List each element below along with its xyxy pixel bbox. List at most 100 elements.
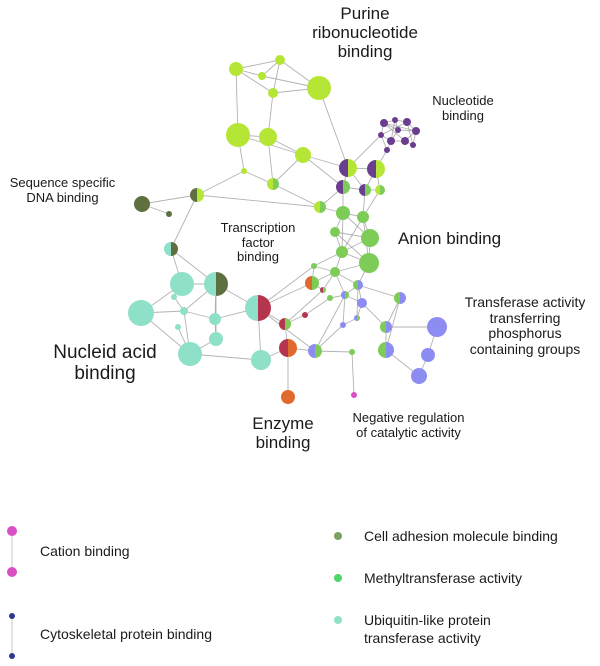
node-circle	[275, 55, 285, 65]
network-node	[178, 342, 202, 366]
node-half	[357, 315, 360, 321]
network-edge	[302, 154, 344, 188]
label-negative-regulation: Negative regulation of catalytic activit…	[352, 410, 465, 440]
network-node	[295, 147, 311, 163]
network-node	[410, 142, 416, 148]
network-edge	[272, 183, 321, 208]
node-half	[367, 160, 376, 178]
network-node	[395, 127, 401, 133]
network-node	[164, 242, 178, 256]
node-circle	[411, 368, 427, 384]
network-node	[384, 147, 390, 153]
node-circle	[307, 76, 331, 100]
label-nucleotide-binding: Nucleotide binding	[432, 93, 494, 123]
network-node	[251, 350, 271, 370]
network-node	[209, 313, 221, 325]
network-node	[359, 184, 371, 196]
label-anion-binding: Anion binding	[398, 229, 502, 248]
node-circle	[209, 313, 221, 325]
network-node	[204, 272, 228, 296]
legend-ubiquitin-dot	[334, 616, 342, 624]
network-node	[245, 295, 271, 321]
node-circle	[330, 267, 340, 277]
node-circle	[340, 322, 346, 328]
node-circle	[357, 298, 367, 308]
network-edge	[141, 194, 198, 205]
network-node	[421, 348, 435, 362]
legend-methyltransferase-dot	[334, 574, 342, 582]
network-node	[241, 168, 247, 174]
network-node	[314, 201, 326, 213]
network-edge	[341, 216, 364, 253]
node-half	[204, 272, 216, 296]
network-edge	[196, 194, 321, 208]
node-circle	[241, 168, 247, 174]
network-node	[349, 349, 355, 355]
node-half	[171, 242, 178, 256]
legend-cytoskeletal-dot-bottom	[9, 653, 15, 659]
node-circle	[359, 253, 379, 273]
network-node	[320, 287, 326, 293]
network-edge	[314, 294, 346, 352]
network-nodes	[128, 55, 447, 404]
node-circle	[258, 72, 266, 80]
node-circle	[403, 118, 411, 126]
legend-cation-binding-label: Cation binding	[40, 543, 130, 559]
node-half	[323, 287, 326, 293]
network-node	[166, 211, 172, 217]
network-node	[401, 137, 409, 145]
network-node	[330, 227, 340, 237]
node-half	[394, 292, 400, 304]
node-circle	[336, 246, 348, 258]
node-circle	[281, 390, 295, 404]
node-circle	[395, 127, 401, 133]
network-edge	[383, 122, 406, 142]
network-node	[308, 344, 322, 358]
network-node	[336, 180, 350, 194]
network-node	[281, 390, 295, 404]
legend-cation-dot-bottom	[7, 567, 17, 577]
network-node	[258, 72, 266, 80]
network-edge	[304, 297, 331, 316]
label-purine-ribonucleotide-binding: Purine ribonucleotide binding	[312, 4, 418, 62]
network-node	[375, 185, 385, 195]
node-circle	[421, 348, 435, 362]
node-circle	[401, 137, 409, 145]
network-edge	[318, 87, 349, 169]
node-circle	[351, 392, 357, 398]
node-half	[400, 292, 406, 304]
node-half	[314, 201, 320, 213]
node-half	[164, 242, 171, 256]
legend-markers	[7, 526, 342, 659]
node-half	[320, 201, 326, 213]
network-edge	[351, 351, 355, 396]
node-circle	[175, 324, 181, 330]
node-half	[258, 295, 271, 321]
network-node	[341, 291, 349, 299]
node-half	[354, 315, 357, 321]
label-enzyme-binding: Enzyme binding	[252, 414, 314, 453]
node-half	[341, 291, 345, 299]
node-circle	[336, 206, 350, 220]
label-transferase-activity: Transferase activity transferring phosph…	[464, 294, 586, 358]
node-half	[285, 318, 291, 330]
node-half	[359, 184, 365, 196]
network-node	[387, 137, 395, 145]
network-edge	[196, 170, 245, 196]
network-node	[336, 206, 350, 220]
node-half	[339, 159, 348, 177]
network-edge	[272, 59, 281, 94]
network-node	[427, 317, 447, 337]
network-node	[327, 295, 333, 301]
network-edge	[235, 59, 281, 70]
node-half	[320, 287, 323, 293]
network-edge	[170, 194, 198, 250]
node-half	[279, 339, 288, 357]
node-half	[216, 272, 228, 296]
node-circle	[330, 227, 340, 237]
network-node	[411, 368, 427, 384]
node-half	[279, 318, 285, 330]
legend-cytoskeletal-dot-top	[9, 613, 15, 619]
network-edge	[357, 284, 401, 299]
node-circle	[311, 263, 317, 269]
